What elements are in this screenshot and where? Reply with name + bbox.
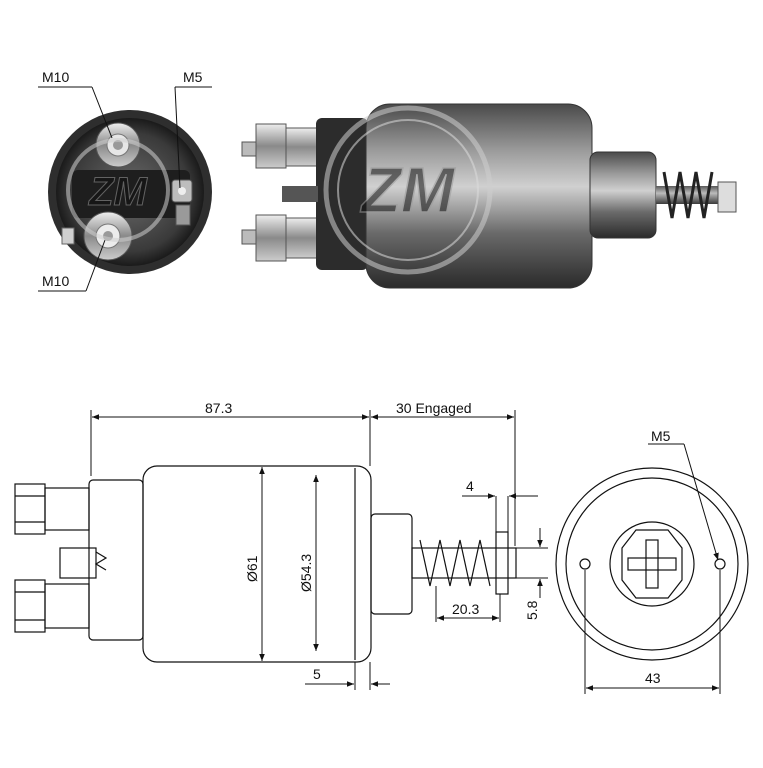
watermark-letters-small: ZM xyxy=(88,170,148,214)
dim-plunger-tip-width: 4 xyxy=(466,478,474,494)
dimension-labels-side: 87.3 30 Engaged Ø61 Ø54.3 5 4 20.3 5.8 xyxy=(205,400,540,682)
dimension-labels-end: M5 43 xyxy=(645,428,671,686)
terminal-stud-bottom xyxy=(83,211,133,261)
dim-overall-length: 87.3 xyxy=(205,400,232,416)
drawing-end-view xyxy=(555,467,749,661)
end-view-thread-label: M5 xyxy=(651,428,671,444)
dimensions-side-view xyxy=(90,410,548,690)
dim-flange-thickness: 5 xyxy=(313,666,321,682)
zm-watermark-logo: ZM ZM xyxy=(66,105,493,275)
terminal-m5-small xyxy=(171,179,193,226)
side-stud-top xyxy=(241,123,319,169)
terminal-stud-top xyxy=(95,122,141,168)
dim-inner-diameter: Ø54.3 xyxy=(298,554,314,592)
callout-m5-top: M5 xyxy=(183,69,203,85)
side-stud-bottom xyxy=(241,214,319,262)
dim-spring-length: 20.3 xyxy=(452,601,479,617)
callout-m10-bottom: M10 xyxy=(42,273,69,289)
callout-m10-top: M10 xyxy=(42,69,69,85)
watermark-letters: ZM xyxy=(360,154,456,226)
dimensions-end-view xyxy=(584,443,721,694)
drawing-side-view xyxy=(14,465,517,663)
dim-body-diameter: Ø61 xyxy=(244,555,260,582)
dim-plunger-diameter: 5.8 xyxy=(524,600,540,620)
dim-bolt-spacing: 43 xyxy=(645,670,661,686)
photo-callouts: M10 M5 M10 xyxy=(38,69,212,292)
dim-engaged-travel: 30 Engaged xyxy=(396,400,472,416)
photo-side-view xyxy=(241,103,737,289)
